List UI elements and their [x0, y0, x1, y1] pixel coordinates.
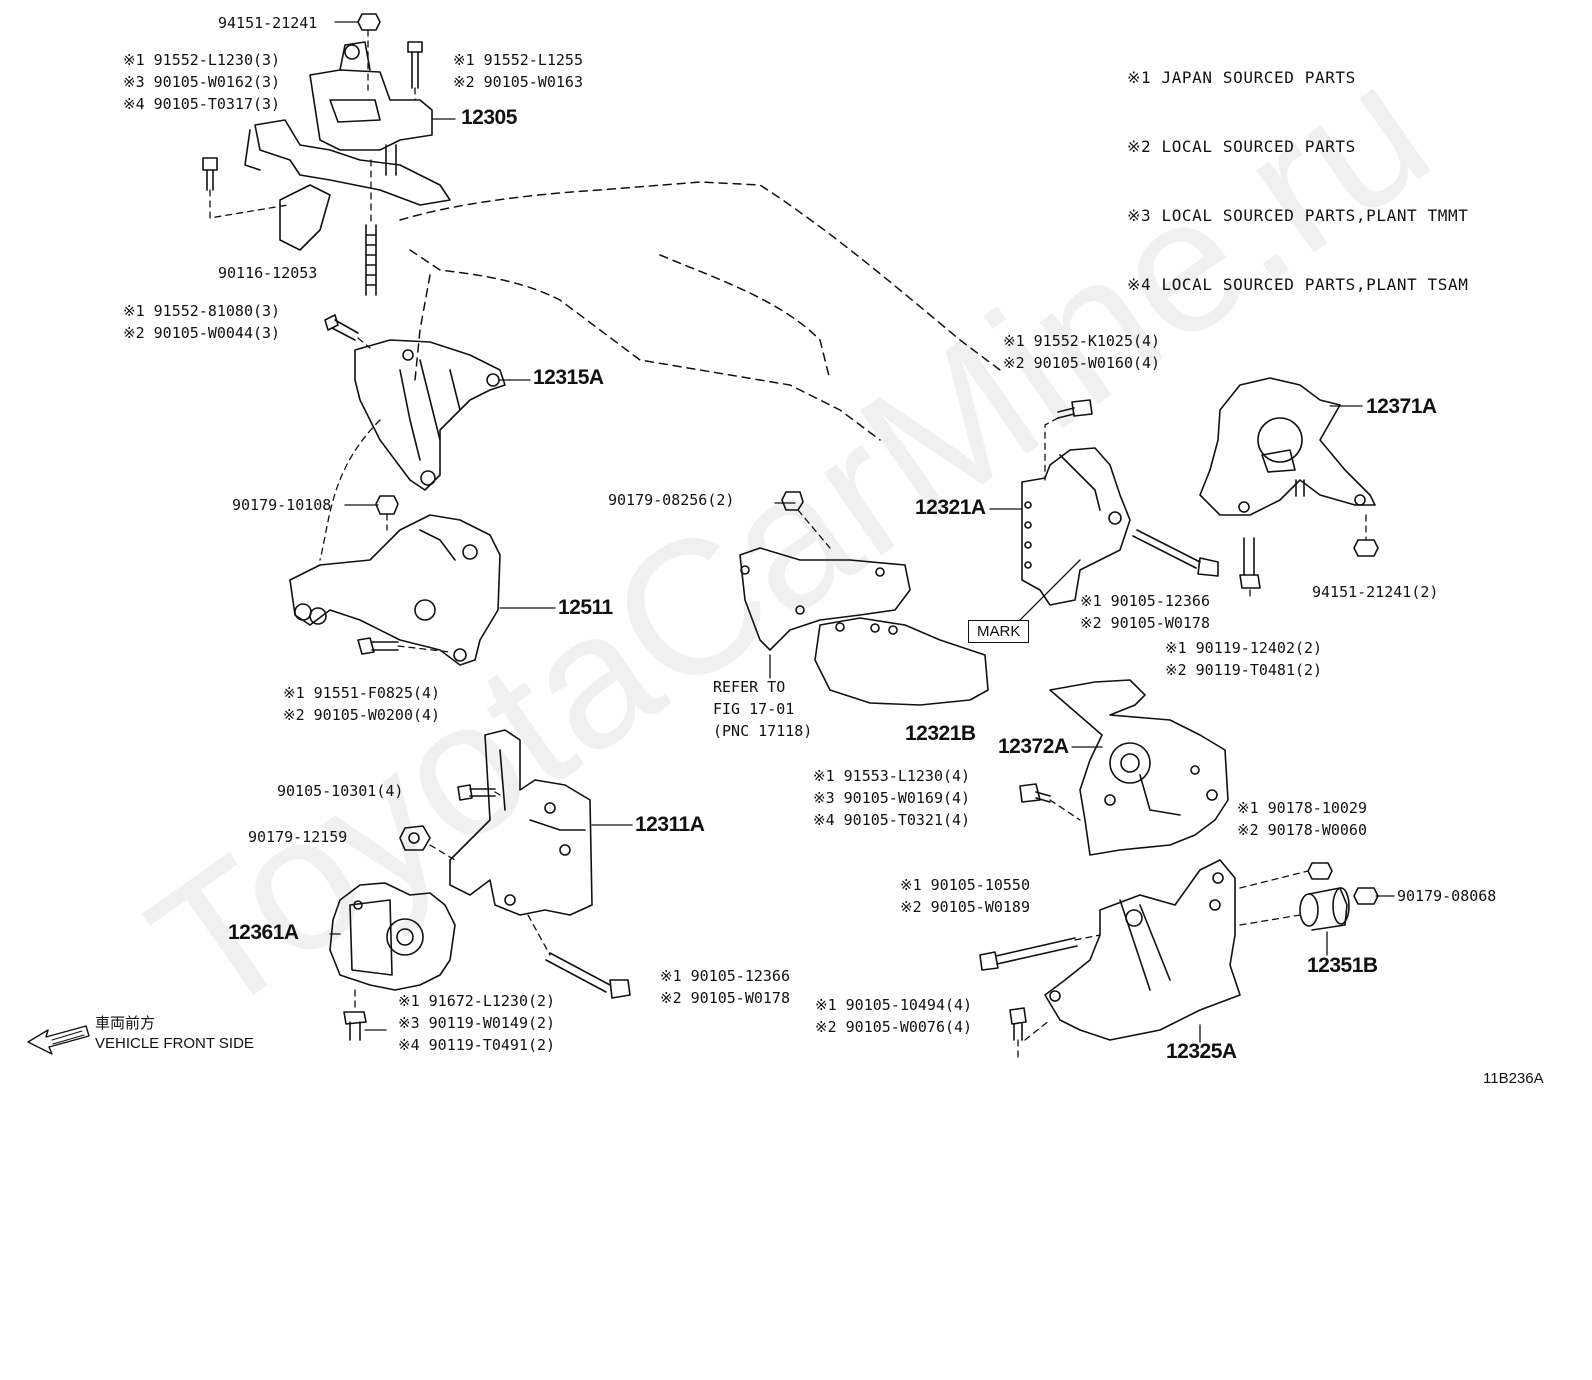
part-12311A: 12311A: [635, 813, 705, 836]
label-94151-21241: 94151-21241: [218, 14, 318, 32]
label-90116-12053: 90116-12053: [218, 264, 318, 282]
stud-small: [385, 144, 397, 176]
part-12371A: 12371A: [1366, 395, 1437, 418]
label-90179-12159: 90179-12159: [248, 828, 348, 846]
bushing-12351B: [1299, 887, 1350, 931]
mark-label: MARK: [968, 620, 1030, 643]
part-12351B: 12351B: [1307, 954, 1378, 977]
figure-code: 11B236A: [1483, 1070, 1544, 1087]
part-12321B: 12321B: [905, 722, 976, 745]
bracket-12315A: [354, 339, 506, 491]
part-12511: 12511: [558, 596, 613, 619]
fastener-bolt-91553-L1230: [1019, 783, 1051, 803]
fastener-bolt-91552-K1025: [1057, 399, 1093, 419]
fastener-bolt-91551-F0825: [357, 637, 399, 655]
fastener-nut-90179-08068: [1353, 887, 1379, 905]
legend-item: ※3 LOCAL SOURCED PARTS,PLANT TMMT: [1127, 206, 1469, 225]
fastener-bolt-90105-10550: [979, 937, 1078, 971]
bracket-12321B: [814, 617, 989, 706]
mount-12372A: [1049, 679, 1229, 856]
fastener-bolt-91672-L1230: [343, 1011, 367, 1041]
label-91672-L1230: ※1 91672-L1230(2) ※3 90119-W0149(2) ※4 9…: [398, 992, 556, 1054]
bracket-12325A: [1044, 859, 1241, 1041]
front-side-en: VEHICLE FRONT SIDE: [95, 1035, 254, 1052]
label-90179-08068: 90179-08068: [1397, 887, 1497, 905]
fastener-nut-90178-10029: [1307, 862, 1333, 880]
label-91552-K1025: ※1 91552-K1025(4) ※2 90105-W0160(4): [1003, 332, 1161, 372]
fastener-nut-94151-right: [1353, 539, 1379, 557]
label-90119-12402: ※1 90119-12402(2) ※2 90119-T0481(2): [1165, 639, 1323, 679]
label-91552-81080: ※1 91552-81080(3) ※2 90105-W0044(3): [123, 302, 281, 342]
mount-12361A: [329, 882, 456, 991]
bracket-12311A: [449, 729, 593, 916]
part-12321A: 12321A: [915, 496, 986, 519]
bracket-12321A-support: [739, 547, 911, 651]
dashed-guides: [209, 29, 1367, 1061]
parts-diagram: [27, 13, 1395, 1061]
legend-item: ※1 JAPAN SOURCED PARTS: [1127, 68, 1356, 87]
mount-12371A: [1199, 377, 1376, 516]
stud-90116-12053: [365, 224, 377, 296]
legend-item: ※2 LOCAL SOURCED PARTS: [1127, 137, 1356, 156]
label-91553-L1230: ※1 91553-L1230(4) ※3 90105-W0169(4) ※4 9…: [813, 767, 971, 829]
fastener-bolt-90105-10494: [1009, 1007, 1027, 1041]
label-91551-F0825: ※1 91551-F0825(4) ※2 90105-W0200(4): [283, 684, 441, 724]
part-12361A: 12361A: [228, 921, 299, 944]
label-90105-10550: ※1 90105-10550 ※2 90105-W0189: [900, 876, 1030, 916]
label-91552-L1255: ※1 91552-L1255 ※2 90105-W0163: [453, 51, 583, 91]
fastener-bolt-91552-L1255: [407, 41, 423, 89]
mount-12321A: [1021, 447, 1131, 606]
label-90105-12366-right: ※1 90105-12366 ※2 90105-W0178: [1080, 592, 1210, 632]
fastener-nut-94151: [357, 13, 381, 31]
fastener-bolt-90105-10301: [457, 784, 496, 801]
leader-lines: [329, 21, 1395, 1043]
fastener-bolt-90105-12366-right: [1132, 529, 1219, 577]
fastener-bolt-90105-12366-left: [545, 952, 631, 999]
label-90179-10108: 90179-10108: [232, 496, 332, 514]
bracket-12511: [289, 514, 501, 666]
fastener-nut-90179-10108: [375, 495, 399, 515]
engine-outline: [399, 181, 1001, 441]
legend: ※1 JAPAN SOURCED PARTS ※2 LOCAL SOURCED …: [1127, 20, 1468, 319]
label-90179-08256: 90179-08256(2): [608, 491, 735, 509]
label-90178-10029: ※1 90178-10029 ※2 90178-W0060: [1237, 799, 1367, 839]
part-12372A: 12372A: [998, 735, 1069, 758]
label-90105-10494: ※1 90105-10494(4) ※2 90105-W0076(4): [815, 996, 973, 1036]
part-12315A: 12315A: [533, 366, 604, 389]
label-94151-21241-2: 94151-21241(2): [1312, 583, 1439, 601]
stud-12371A-small: [1295, 479, 1305, 497]
fastener-nut-90179-12159: [399, 825, 431, 851]
part-12325A: 12325A: [1166, 1040, 1237, 1063]
front-side-jp: 車両前方: [95, 1015, 156, 1032]
front-arrow-icon: [27, 1025, 90, 1055]
legend-item: ※4 LOCAL SOURCED PARTS,PLANT TSAM: [1127, 275, 1469, 294]
label-90105-12366-left: ※1 90105-12366 ※2 90105-W0178: [660, 967, 790, 1007]
mount-12305: [244, 41, 451, 251]
part-12305: 12305: [461, 106, 517, 129]
label-refer-fig: REFER TO FIG 17-01 (PNC 17118): [713, 678, 813, 740]
label-91552-L1230: ※1 91552-L1230(3) ※3 90105-W0162(3) ※4 9…: [123, 51, 281, 113]
fastener-bolt-91552-81080: [324, 314, 359, 341]
label-90105-10301: 90105-10301(4): [277, 782, 404, 800]
fastener-nut-90179-08256: [781, 491, 804, 511]
fastener-bolt-left: [202, 157, 218, 191]
stud-90119-12402: [1239, 537, 1261, 589]
